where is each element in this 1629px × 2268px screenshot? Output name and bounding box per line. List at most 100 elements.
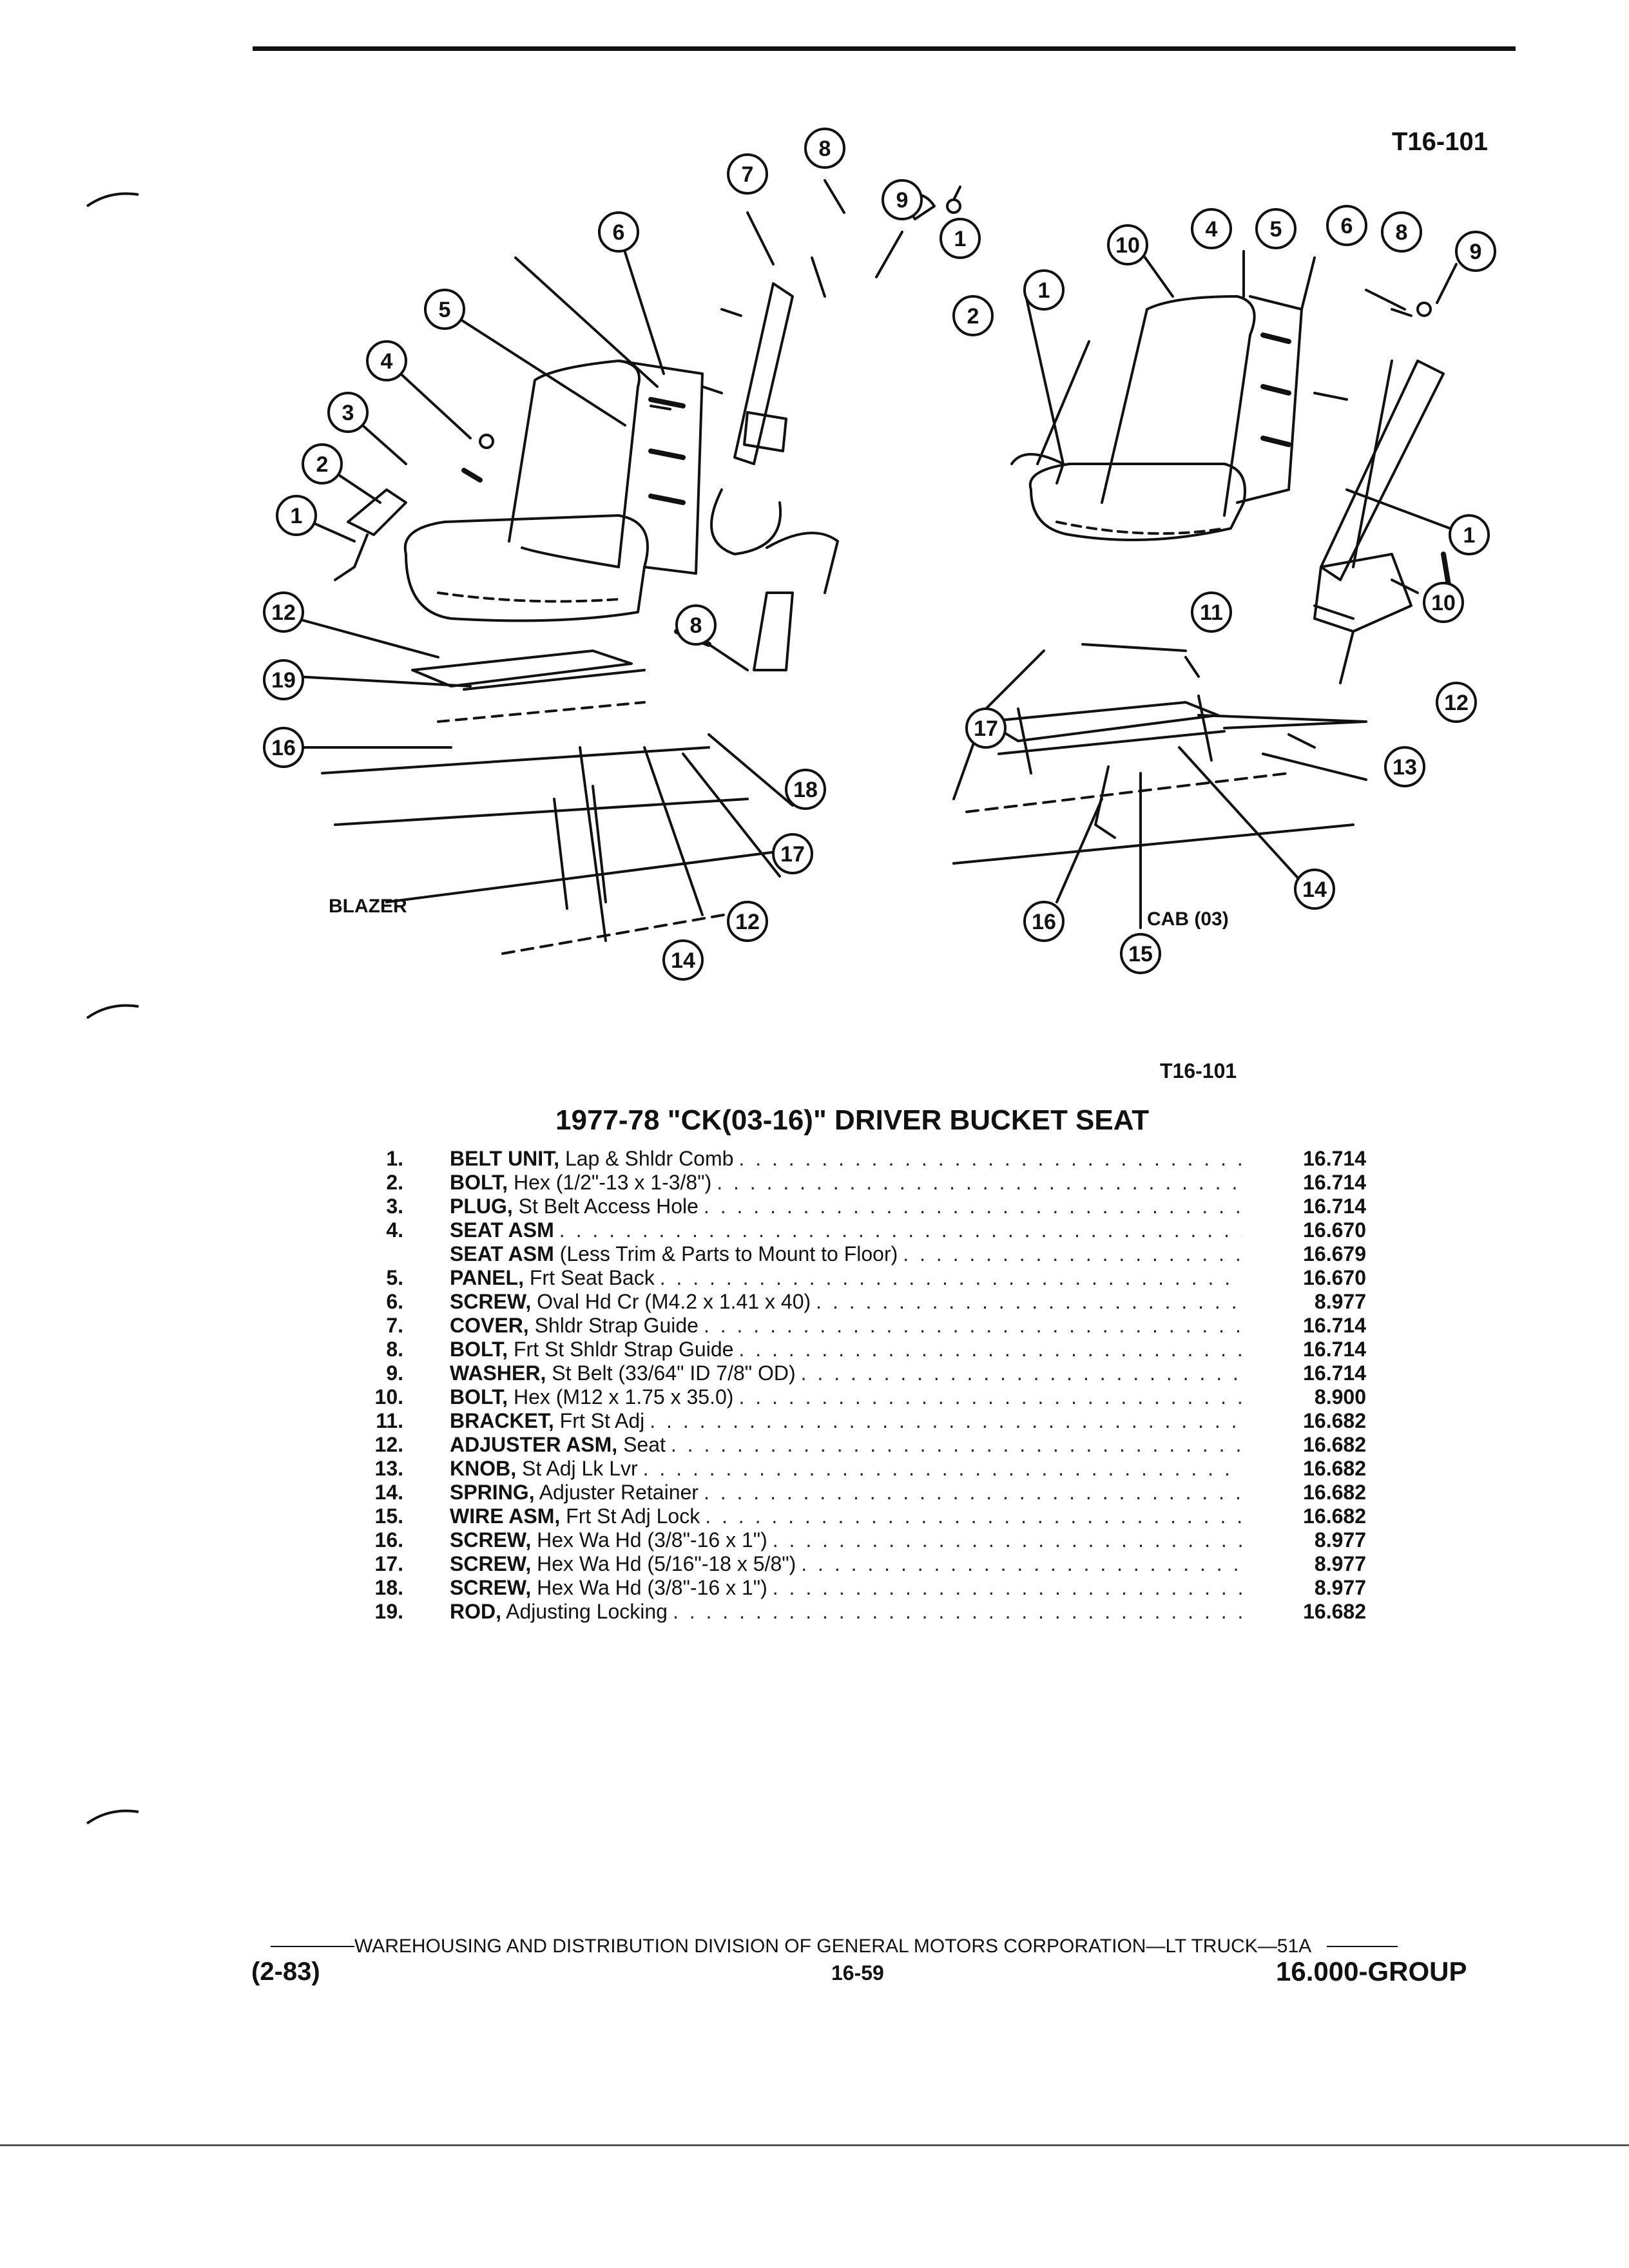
svg-text:16: 16 xyxy=(1032,910,1056,934)
parts-row: 2.BOLT, Hex (1/2"-13 x 1-3/8")16.714 xyxy=(348,1171,1366,1195)
parts-row: 9. WASHER, St Belt (33/64" ID 7/8" OD) 16.… xyxy=(348,1361,1366,1385)
leader-dots xyxy=(559,1218,1242,1242)
svg-text:1: 1 xyxy=(1463,523,1476,548)
part-name: SCREW, xyxy=(450,1552,532,1575)
svg-text:3: 3 xyxy=(342,401,354,425)
footer-division: WAREHOUSING AND DISTRIBUTION DIVISION OF… xyxy=(354,1936,1312,1957)
part-detail: Adjusting Locking xyxy=(501,1600,668,1623)
part-name: KNOB, xyxy=(450,1457,517,1480)
part-name: SCREW, xyxy=(450,1528,532,1552)
part-name: BRACKET, xyxy=(450,1409,554,1432)
svg-text:8: 8 xyxy=(819,137,831,161)
svg-text:10: 10 xyxy=(1431,591,1456,615)
part-number: 7. xyxy=(386,1314,403,1337)
part-number: 19. xyxy=(374,1600,403,1623)
part-group-number: 16.714 xyxy=(1303,1147,1366,1170)
part-description: SPRING, Adjuster Retainer xyxy=(450,1481,1242,1504)
part-name: BOLT, xyxy=(450,1171,508,1194)
svg-text:7: 7 xyxy=(742,162,754,187)
svg-text:16: 16 xyxy=(271,736,296,760)
part-name: SCREW, xyxy=(450,1576,532,1599)
part-number: 12. xyxy=(374,1433,403,1456)
svg-text:8: 8 xyxy=(690,613,702,638)
parts-row: 10. BOLT, Hex (M12 x 1.75 x 35.0) 8.900 xyxy=(348,1385,1366,1409)
part-group-number: 8.977 xyxy=(1314,1290,1366,1313)
part-group-number: 16.682 xyxy=(1303,1409,1366,1432)
footer-dash xyxy=(271,1946,354,1947)
part-detail: (Less Trim & Parts to Mount to Floor) xyxy=(554,1242,898,1265)
part-detail: Frt St Shldr Strap Guide xyxy=(508,1338,734,1361)
part-detail: Frt St Adj Lock xyxy=(560,1504,700,1528)
part-group-number: 8.977 xyxy=(1314,1552,1366,1575)
leader-dots xyxy=(738,1338,1242,1361)
part-group-number: 16.714 xyxy=(1303,1361,1366,1385)
part-description: BOLT, Hex (M12 x 1.75 x 35.0) xyxy=(450,1385,1242,1409)
leader-dots xyxy=(717,1171,1242,1195)
punch-mark xyxy=(86,192,139,207)
part-name: BOLT, xyxy=(450,1385,508,1408)
part-number: 14. xyxy=(374,1481,403,1504)
parts-row: 19.ROD, Adjusting Locking16.682 xyxy=(348,1600,1366,1624)
part-number: 2. xyxy=(386,1171,403,1194)
part-number: 9. xyxy=(386,1361,403,1385)
leader-dots xyxy=(816,1290,1242,1314)
part-description: BELT UNIT, Lap & Shldr Comb xyxy=(450,1147,1242,1171)
part-description: SCREW, Hex Wa Hd (5/16"-18 x 5/8") xyxy=(450,1552,1242,1576)
part-detail: Hex (1/2"-13 x 1-3/8") xyxy=(508,1171,712,1194)
svg-text:17: 17 xyxy=(780,842,805,867)
part-name: BOLT, xyxy=(450,1338,508,1361)
part-name: SEAT ASM xyxy=(450,1218,554,1242)
footer-dash xyxy=(1327,1946,1398,1947)
leader-dots xyxy=(671,1433,1242,1457)
part-group-number: 8.977 xyxy=(1314,1576,1366,1599)
part-group-number: 16.682 xyxy=(1303,1600,1366,1623)
bottom-rule xyxy=(0,2144,1629,2146)
part-group-number: 16.682 xyxy=(1303,1433,1366,1456)
part-name: ADJUSTER ASM, xyxy=(450,1433,618,1456)
part-detail: Hex Wa Hd (3/8"-16 x 1") xyxy=(531,1576,767,1599)
svg-text:18: 18 xyxy=(793,778,818,802)
svg-text:5: 5 xyxy=(1270,217,1282,242)
svg-text:5: 5 xyxy=(439,298,451,322)
svg-text:6: 6 xyxy=(1341,214,1353,238)
leader-dots xyxy=(660,1266,1242,1290)
parts-row: 14.SPRING, Adjuster Retainer16.682 xyxy=(348,1481,1366,1504)
part-detail: Frt St Adj xyxy=(554,1409,645,1432)
part-description: PANEL, Frt Seat Back xyxy=(450,1266,1242,1290)
part-description: SCREW, Hex Wa Hd (3/8"-16 x 1") xyxy=(450,1576,1242,1600)
part-number: 3. xyxy=(386,1195,403,1218)
parts-row: 6.SCREW, Oval Hd Cr (M4.2 x 1.41 x 40)8.… xyxy=(348,1290,1366,1314)
part-description: WASHER, St Belt (33/64" ID 7/8" OD) xyxy=(450,1361,1242,1385)
parts-row: SEAT ASM (Less Trim & Parts to Mount to … xyxy=(348,1242,1366,1266)
part-description: BRACKET, Frt St Adj xyxy=(450,1409,1242,1433)
part-detail: Frt Seat Back xyxy=(523,1266,655,1289)
parts-row: 1.BELT UNIT, Lap & Shldr Comb16.714 xyxy=(348,1147,1366,1171)
footer-group: 16.000-GROUP xyxy=(1276,1956,1467,1986)
leader-dots xyxy=(650,1409,1242,1433)
part-name: SEAT ASM xyxy=(450,1242,554,1265)
part-detail: Hex Wa Hd (5/16"-18 x 5/8") xyxy=(531,1552,796,1575)
part-number: 10. xyxy=(374,1385,403,1408)
svg-text:1: 1 xyxy=(291,504,303,528)
part-name: SPRING, xyxy=(450,1481,535,1504)
part-group-number: 16.714 xyxy=(1303,1314,1366,1337)
leader-dots xyxy=(903,1242,1242,1266)
part-group-number: 8.900 xyxy=(1314,1385,1366,1408)
part-number: 16. xyxy=(374,1528,403,1552)
part-description: SEAT ASM (Less Trim & Parts to Mount to … xyxy=(450,1242,1242,1266)
part-group-number: 16.670 xyxy=(1303,1266,1366,1289)
part-detail: Shldr Strap Guide xyxy=(528,1314,699,1337)
part-detail: Adjuster Retainer xyxy=(534,1481,699,1504)
svg-text:17: 17 xyxy=(974,716,998,741)
part-number: 5. xyxy=(386,1266,403,1289)
figure-caption-code: T16-101 xyxy=(1160,1059,1237,1082)
part-description: BOLT, Hex (1/2"-13 x 1-3/8") xyxy=(450,1171,1242,1195)
part-group-number: 16.679 xyxy=(1303,1242,1366,1265)
svg-text:1: 1 xyxy=(1038,278,1050,303)
leader-dots xyxy=(704,1195,1242,1218)
part-detail: Seat xyxy=(617,1433,666,1456)
svg-text:1: 1 xyxy=(954,227,967,251)
part-detail: St Belt (33/64" ID 7/8" OD) xyxy=(546,1361,796,1385)
svg-text:13: 13 xyxy=(1393,755,1417,780)
